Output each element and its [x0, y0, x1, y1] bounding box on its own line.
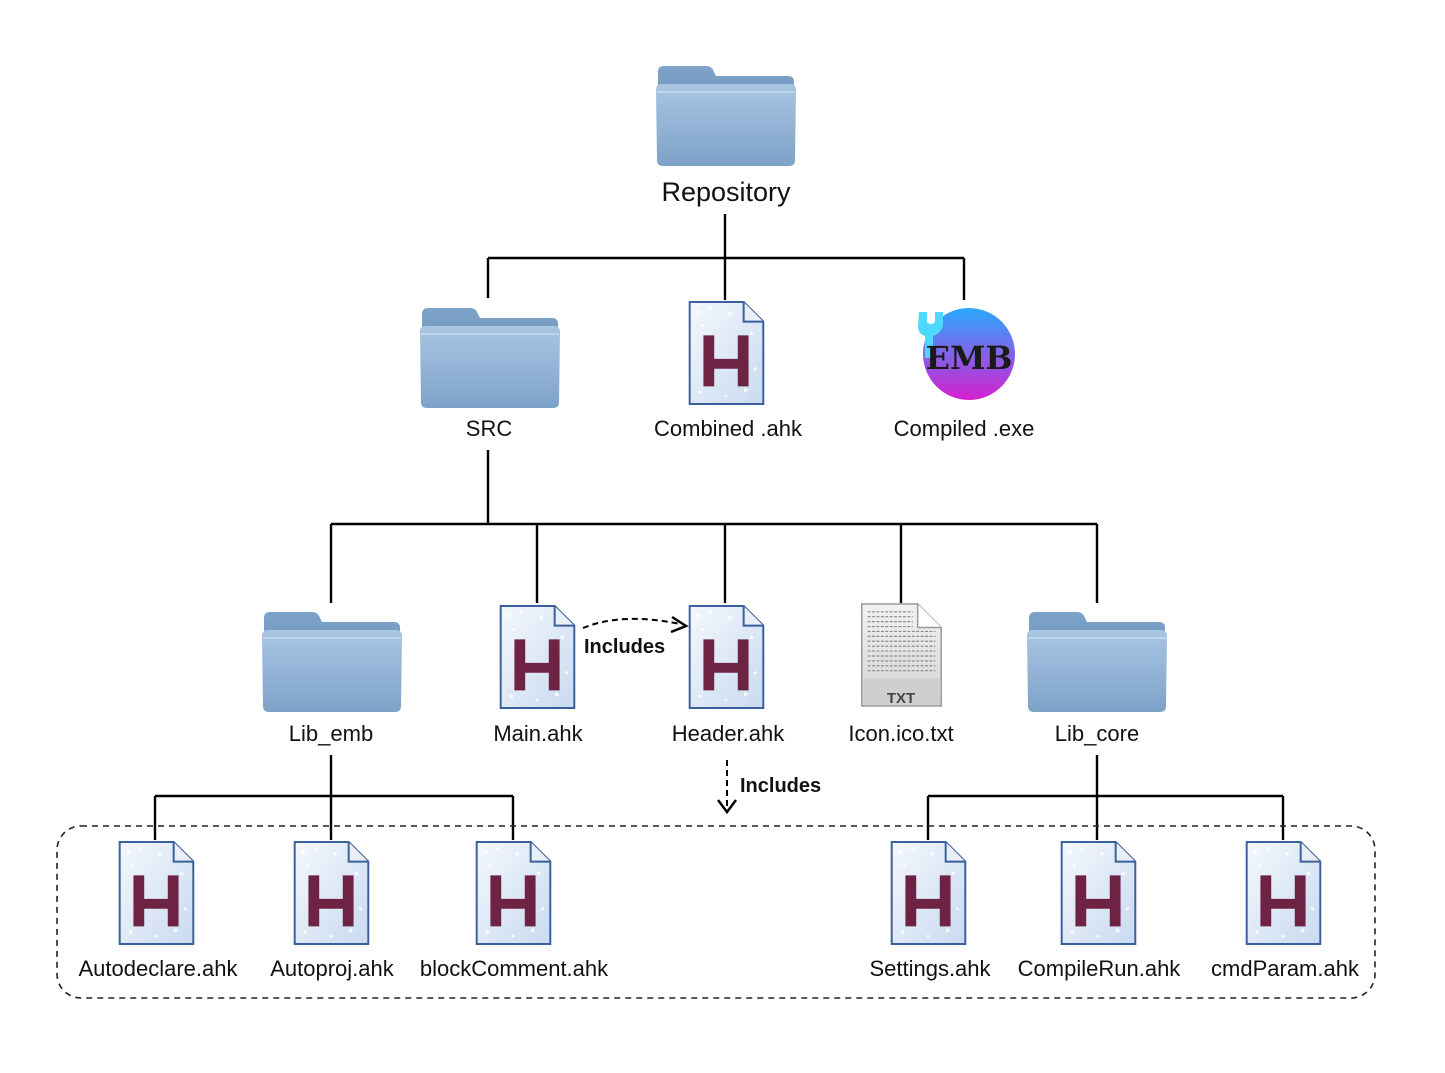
node-label: blockComment.ahk [420, 956, 609, 981]
ahk-file-icon [293, 840, 370, 946]
connector-lib-emb [153, 755, 515, 840]
node-label: Autoproj.ahk [270, 956, 395, 981]
node-label: CompileRun.ahk [1018, 956, 1182, 981]
includes-label-main-header: Includes [584, 636, 665, 658]
node-label: Header.ahk [672, 721, 786, 746]
node-label: Settings.ahk [869, 956, 991, 981]
tree-connectors [153, 214, 1285, 840]
node-compilerun-ahk[interactable]: CompileRun.ahk [1018, 840, 1182, 981]
folder-icon [655, 65, 797, 167]
node-cmdparam-ahk[interactable]: cmdParam.ahk [1211, 840, 1360, 981]
node-label: SRC [466, 416, 513, 441]
node-label: Lib_emb [289, 721, 373, 746]
node-label: Compiled .exe [894, 416, 1035, 441]
ahk-file-icon [475, 840, 552, 946]
node-label: Main.ahk [493, 721, 583, 746]
txt-badge: TXT [887, 690, 915, 707]
folder-icon [419, 307, 561, 409]
connector-src [329, 450, 1099, 603]
connector-repository [486, 214, 966, 300]
includes-arrow-main-header [582, 615, 689, 634]
node-combined-ahk[interactable]: Combined .ahk [654, 300, 803, 441]
node-label: Lib_core [1055, 721, 1139, 746]
ahk-file-icon [1060, 840, 1137, 946]
node-src[interactable]: SRC [419, 307, 561, 441]
folder-icon [1026, 611, 1168, 713]
ahk-file-icon [688, 604, 765, 710]
ahk-file-icon [1245, 840, 1322, 946]
emb-logo-text: EMB [926, 339, 1013, 377]
node-label: Repository [661, 177, 791, 207]
node-lib-emb[interactable]: Lib_emb [261, 611, 403, 746]
node-header-ahk[interactable]: Header.ahk [672, 604, 786, 746]
node-compiled-exe[interactable]: EMB Compiled .exe [894, 308, 1035, 441]
connector-lib-core [926, 755, 1285, 840]
folder-icon [261, 611, 403, 713]
ahk-file-icon [890, 840, 967, 946]
includes-arrow-header-libs [717, 760, 737, 815]
ahk-file-icon [499, 604, 576, 710]
node-label: cmdParam.ahk [1211, 956, 1360, 981]
node-autodeclare-ahk[interactable]: Autodeclare.ahk [79, 840, 239, 981]
node-lib-core[interactable]: Lib_core [1026, 611, 1168, 746]
node-icon-ico-txt[interactable]: TXT Icon.ico.txt [848, 603, 954, 746]
ahk-file-icon [688, 300, 765, 406]
node-blockcomment-ahk[interactable]: blockComment.ahk [420, 840, 609, 981]
node-autoproj-ahk[interactable]: Autoproj.ahk [270, 840, 395, 981]
node-settings-ahk[interactable]: Settings.ahk [869, 840, 992, 981]
node-label: Icon.ico.txt [848, 721, 953, 746]
emb-app-icon: EMB [918, 308, 1015, 400]
node-label: Combined .ahk [654, 416, 803, 441]
node-repository[interactable]: Repository [655, 65, 797, 207]
node-main-ahk[interactable]: Main.ahk [493, 604, 584, 746]
includes-label-header-libs: Includes [740, 775, 821, 797]
node-label: Autodeclare.ahk [79, 956, 239, 981]
ahk-file-icon [118, 840, 195, 946]
included-libraries-group [56, 825, 1376, 999]
